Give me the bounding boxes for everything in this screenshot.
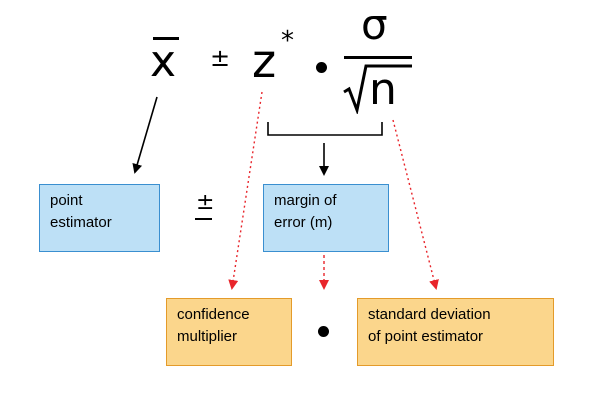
std-deviation-box: standard deviation of point estimator (357, 298, 554, 366)
margin-of-error-box: margin of error (m) (263, 184, 389, 252)
arrow-sigma-to-std (392, 119, 439, 290)
plus-minus-underline (195, 218, 212, 220)
multiply-dot (316, 62, 327, 73)
z-symbol: z (252, 34, 277, 88)
fraction-bar (344, 56, 412, 59)
plus-minus-symbol: ± (210, 44, 231, 72)
square-root-icon (343, 64, 412, 114)
multiply-dot-bottom (318, 326, 329, 337)
n-symbol: n (369, 64, 397, 115)
confidence-multiplier-box: confidence multiplier (166, 298, 292, 366)
sigma-symbol: σ (361, 0, 388, 49)
x-bar-symbol: x (150, 36, 177, 87)
plus-minus-middle: ± (196, 190, 215, 215)
arrow-z-to-confidence (228, 91, 263, 290)
point-estimator-box: point estimator (39, 184, 160, 252)
bracket (267, 122, 383, 136)
asterisk-symbol: * (281, 26, 294, 56)
x-bar-overline (153, 37, 179, 40)
arrow-xbar-to-point (132, 96, 158, 174)
